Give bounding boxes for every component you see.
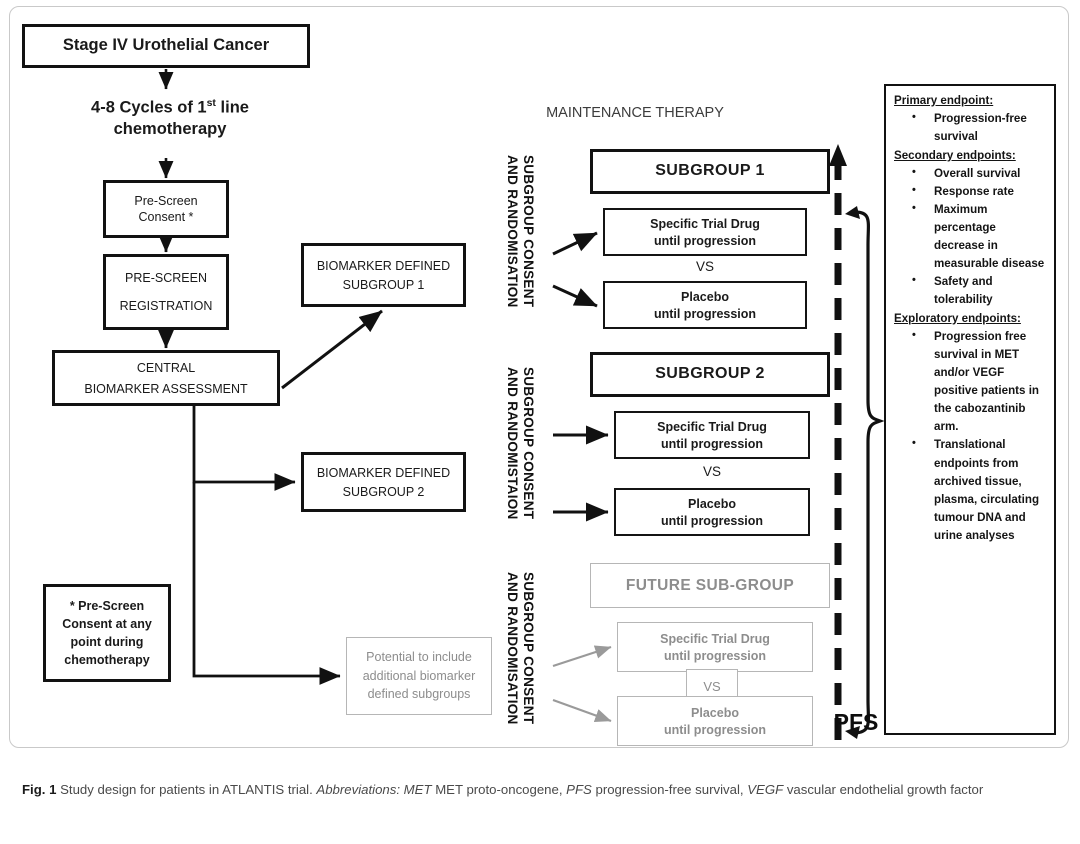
subgroup-2-vs-label: VS xyxy=(702,464,721,479)
maintenance-therapy-title: MAINTENANCE THERAPY xyxy=(546,105,724,121)
central-line2: BIOMARKER ASSESSMENT xyxy=(84,381,248,396)
list-item: Translational endpoints from archived ti… xyxy=(894,435,1048,544)
caption-abbreviations-label: Abbreviations: xyxy=(316,782,400,797)
prescreen-consent-line2: Consent * xyxy=(138,210,194,224)
future-subgroup-drug-arm-box: Specific Trial Drug until progression xyxy=(617,622,813,672)
biomarker-defined-subgroup-2-box: BIOMARKER DEFINED SUBGROUP 2 xyxy=(301,452,466,512)
consent-label-1-line2: AND RANDOMISATION xyxy=(505,155,520,308)
caption-abbrev-pfs-text: progression-free survival, xyxy=(595,782,744,797)
caption-abbrev-vegf-text: vascular endothelial growth factor xyxy=(786,782,984,797)
chemo-line1-b: line xyxy=(215,98,249,117)
prescreen-consent-box: Pre-Screen Consent * xyxy=(103,180,229,238)
bm-future-line1: Potential to include xyxy=(366,649,472,664)
prescreen-registration-line1: PRE-SCREEN xyxy=(125,270,207,285)
caption-abbrev-met-term: MET xyxy=(403,782,432,797)
prescreen-consent-note-box: * Pre-Screen Consent at any point during… xyxy=(43,584,171,682)
arm1-drug-line1: Specific Trial Drug xyxy=(650,216,760,231)
prescreen-consent-line1: Pre-Screen xyxy=(134,194,198,208)
chemo-line2: chemotherapy xyxy=(113,119,227,138)
consent-label-3-line1: SUBGROUP CONSENT xyxy=(521,572,536,725)
consent-label-3-line2: AND RANDOMISATION xyxy=(505,572,520,725)
prescreen-registration-line2: REGISTRATION xyxy=(119,299,213,314)
future-subgroup-header-box: FUTURE SUB-GROUP xyxy=(590,563,830,608)
list-item: Progression free survival in MET and/or … xyxy=(894,327,1048,436)
exploratory-endpoint-list: Progression free survival in MET and/or … xyxy=(894,327,1048,545)
consent-label-2-line2: AND RANDOMISTAION xyxy=(505,367,520,520)
chemo-line1-a: 4-8 Cycles of 1 xyxy=(91,98,207,117)
chemotherapy-label: 4-8 Cycles of 1st line chemotherapy xyxy=(55,97,285,140)
caption-abbrev-met-text: MET proto-oncogene, xyxy=(435,782,563,797)
arm2-drug-line2: until progression xyxy=(660,436,764,451)
prescreen-registration-box: PRE-SCREEN REGISTRATION xyxy=(103,254,229,330)
bm-future-line3: defined subgroups xyxy=(367,687,471,702)
subgroup-2-header-box: SUBGROUP 2 xyxy=(590,352,830,397)
figure-caption: Fig. 1 Study design for patients in ATLA… xyxy=(22,780,1062,800)
secondary-endpoints-heading: Secondary endpoints: xyxy=(894,148,1016,162)
caption-abbrev-vegf-term: VEGF xyxy=(747,782,784,797)
consent-label-1-line1: SUBGROUP CONSENT xyxy=(521,155,536,308)
arm2-drug-line1: Specific Trial Drug xyxy=(657,419,767,434)
arm1-drug-line2: until progression xyxy=(653,233,757,248)
bm-sub1-line1: BIOMARKER DEFINED xyxy=(316,258,451,273)
exploratory-endpoints-heading: Exploratory endpoints: xyxy=(894,311,1021,325)
list-item: Safety and tolerability xyxy=(894,272,1048,309)
list-item: Progression-free survival xyxy=(894,109,1048,146)
caption-abbrev-pfs-term: PFS xyxy=(566,782,592,797)
stage-iv-box: Stage IV Urothelial Cancer xyxy=(22,24,310,68)
consent-randomisation-label-3: AND RANDOMISATION SUBGROUP CONSENT xyxy=(505,572,536,725)
endpoints-panel: Primary endpoint: Progression-free survi… xyxy=(884,84,1056,735)
armf-placebo-line2: until progression xyxy=(663,722,767,737)
future-subgroup-placebo-arm-box: Placebo until progression xyxy=(617,696,813,746)
bm-sub1-line2: SUBGROUP 1 xyxy=(342,277,425,292)
pfs-outcome-label: PFS xyxy=(833,709,879,735)
bm-sub2-line1: BIOMARKER DEFINED xyxy=(316,465,451,480)
subgroup-1-drug-arm-box: Specific Trial Drug until progression xyxy=(603,208,807,256)
biomarker-defined-subgroup-1-box: BIOMARKER DEFINED SUBGROUP 1 xyxy=(301,243,466,307)
armf-drug-line2: until progression xyxy=(663,648,767,663)
subgroup-1-vs-label: VS xyxy=(695,259,714,274)
list-item: Response rate xyxy=(894,182,1048,201)
secondary-endpoint-list: Overall survival Response rate Maximum p… xyxy=(894,164,1048,310)
bm-future-line2: additional biomarker xyxy=(362,668,476,683)
subgroup-1-header-box: SUBGROUP 1 xyxy=(590,149,830,194)
armf-drug-line1: Specific Trial Drug xyxy=(660,631,770,646)
arm2-placebo-line1: Placebo xyxy=(688,496,736,511)
subgroup-1-placebo-arm-box: Placebo until progression xyxy=(603,281,807,329)
central-biomarker-assessment-box: CENTRAL BIOMARKER ASSESSMENT xyxy=(52,350,280,406)
consent-randomisation-label-2: AND RANDOMISTAION SUBGROUP CONSENT xyxy=(505,367,536,520)
consent-randomisation-label-1: AND RANDOMISATION SUBGROUP CONSENT xyxy=(505,155,536,308)
arm1-placebo-line2: until progression xyxy=(653,306,757,321)
arm1-placebo-line1: Placebo xyxy=(681,289,729,304)
caption-figure-number: Fig. 1 xyxy=(22,782,57,797)
list-item: Overall survival xyxy=(894,164,1048,183)
list-item: Maximum percentage decrease in measurabl… xyxy=(894,200,1048,273)
arm2-placebo-line2: until progression xyxy=(660,513,764,528)
bm-sub2-line2: SUBGROUP 2 xyxy=(342,484,425,499)
consent-label-2-line1: SUBGROUP CONSENT xyxy=(521,367,536,520)
primary-endpoint-list: Progression-free survival xyxy=(894,109,1048,146)
potential-additional-subgroups-box: Potential to include additional biomarke… xyxy=(346,637,492,715)
subgroup-2-placebo-arm-box: Placebo until progression xyxy=(614,488,810,536)
central-line1: CENTRAL xyxy=(136,360,196,375)
chemo-ordinal-suffix: st xyxy=(206,97,216,109)
subgroup-2-drug-arm-box: Specific Trial Drug until progression xyxy=(614,411,810,459)
armf-placebo-line1: Placebo xyxy=(691,705,739,720)
caption-main-text: Study design for patients in ATLANTIS tr… xyxy=(60,782,313,797)
primary-endpoint-heading: Primary endpoint: xyxy=(894,94,994,107)
